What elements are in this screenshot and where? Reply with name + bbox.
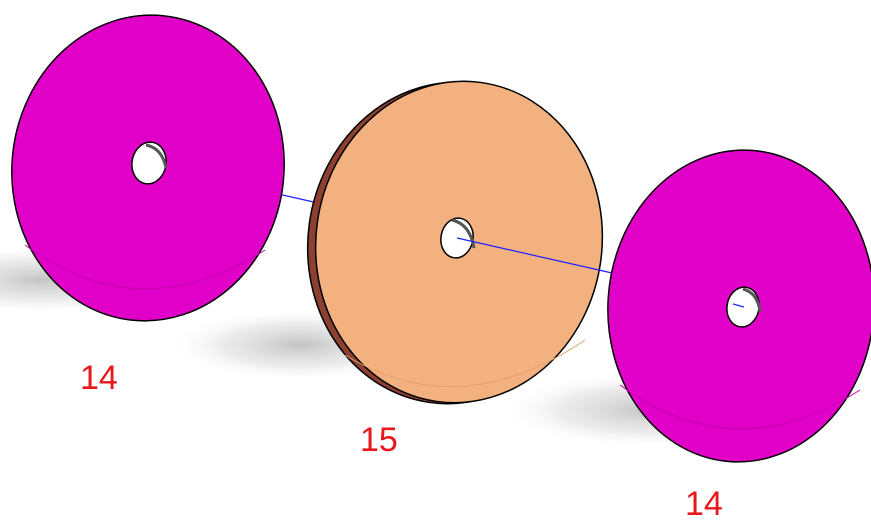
disc-center-hole-edge [451,218,476,249]
disc-left-rim [24,244,266,290]
disc-center [306,80,604,405]
part-label-left: 14 [80,359,118,397]
axis-line [732,303,745,308]
disc-right-rim [619,384,861,430]
disc-left-hole-edge [145,143,168,169]
disc-right-hole-edge [742,287,762,313]
part-label-center: 15 [360,421,398,459]
part-label-right: 14 [685,485,723,523]
disc-center-rim [344,339,586,388]
disc-left [11,14,285,322]
axis-line [456,237,613,274]
